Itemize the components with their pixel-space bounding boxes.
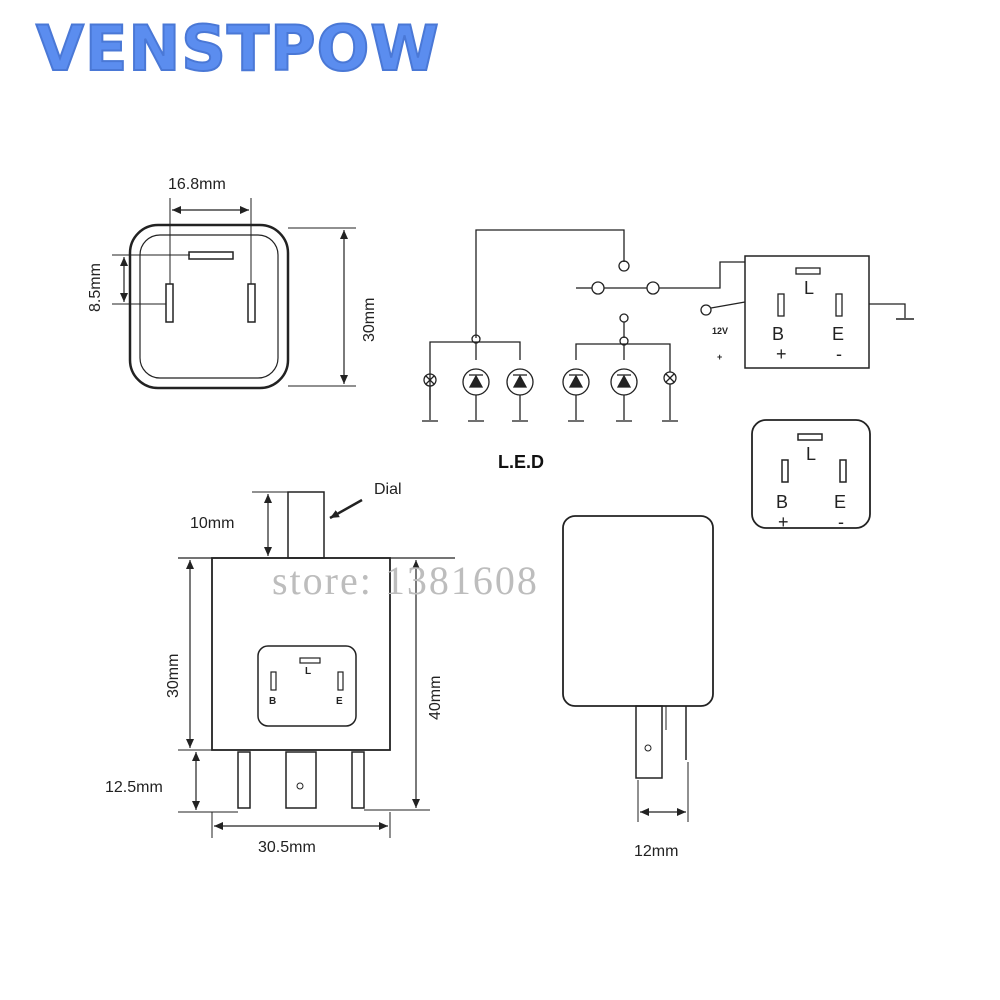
led-label: L.E.D <box>498 452 544 472</box>
pin-length-label: 12.5mm <box>105 779 163 796</box>
side-body <box>562 515 714 707</box>
dial-height-label: 10mm <box>190 515 234 532</box>
front-face-pin-l <box>299 657 321 664</box>
pin-diagram-e-label: E <box>834 492 846 512</box>
flasher-l-label: L <box>804 278 814 298</box>
front-body <box>211 557 391 751</box>
flasher-e-label: E <box>832 324 844 344</box>
voltage-label: 12V <box>712 326 728 336</box>
total-height-label: 40mm <box>427 676 444 720</box>
body-height-label: 30mm <box>165 654 182 698</box>
pin-diagram <box>751 419 871 529</box>
pin-diagram-pin-e <box>839 459 847 483</box>
flasher-e-sign: - <box>836 344 842 364</box>
top-view-pin-e <box>247 283 256 323</box>
front-pin-2 <box>285 751 317 809</box>
pin-diagram-pin-l <box>797 433 823 441</box>
top-view-body-outer <box>128 223 290 390</box>
flasher-unit-box <box>744 255 870 369</box>
flasher-b-sign: + <box>776 344 787 364</box>
front-view <box>178 491 455 838</box>
front-face-e-label: E <box>336 696 343 707</box>
led-schematic <box>422 229 914 422</box>
flasher-pin-e <box>835 293 843 317</box>
top-view-body-inner <box>139 234 279 379</box>
front-face-l-label: L <box>305 666 311 677</box>
flasher-b-label: B <box>772 324 784 344</box>
top-pin-gap-label: 8.5mm <box>87 263 104 312</box>
pin-diagram-l-label: L <box>806 444 816 464</box>
front-pin-1 <box>237 751 251 809</box>
flasher-pin-b <box>777 293 785 317</box>
top-view <box>112 198 356 390</box>
front-face-b-label: B <box>269 696 276 707</box>
switch-contact-top <box>618 260 630 272</box>
front-pin-3 <box>351 751 365 809</box>
pin-diagram-e-sign: - <box>838 512 844 532</box>
store-watermark: store: 1381608 <box>272 558 539 603</box>
front-face-panel <box>257 645 357 727</box>
top-width-label: 16.8mm <box>168 176 226 193</box>
pin-diagram-b-label: B <box>776 492 788 512</box>
front-face-pin-e <box>337 671 344 691</box>
front-width-label: 30.5mm <box>258 839 316 856</box>
front-face-pin-b <box>270 671 277 691</box>
pin-diagram-b-sign: + <box>778 512 789 532</box>
switch-contact-mid <box>619 313 629 323</box>
switch-contact-right <box>646 281 660 295</box>
side-pin-width-label: 12mm <box>634 843 678 860</box>
side-view <box>562 515 714 822</box>
switch-contact-left <box>591 281 605 295</box>
battery-contact <box>700 304 712 316</box>
dial-pointer <box>329 498 363 520</box>
side-pin <box>635 705 663 779</box>
flasher-pin-l <box>795 267 821 275</box>
dial <box>287 491 325 559</box>
dial-label: Dial <box>374 481 402 498</box>
pin-diagram-pin-b <box>781 459 789 483</box>
top-view-pin-b <box>165 283 174 323</box>
top-view-pin-l <box>188 251 234 260</box>
brand-logo: VENSTPOW <box>35 11 440 86</box>
plus-label: + <box>717 352 722 362</box>
pin-diagram-body <box>751 419 871 529</box>
top-height-label: 30mm <box>361 298 378 342</box>
